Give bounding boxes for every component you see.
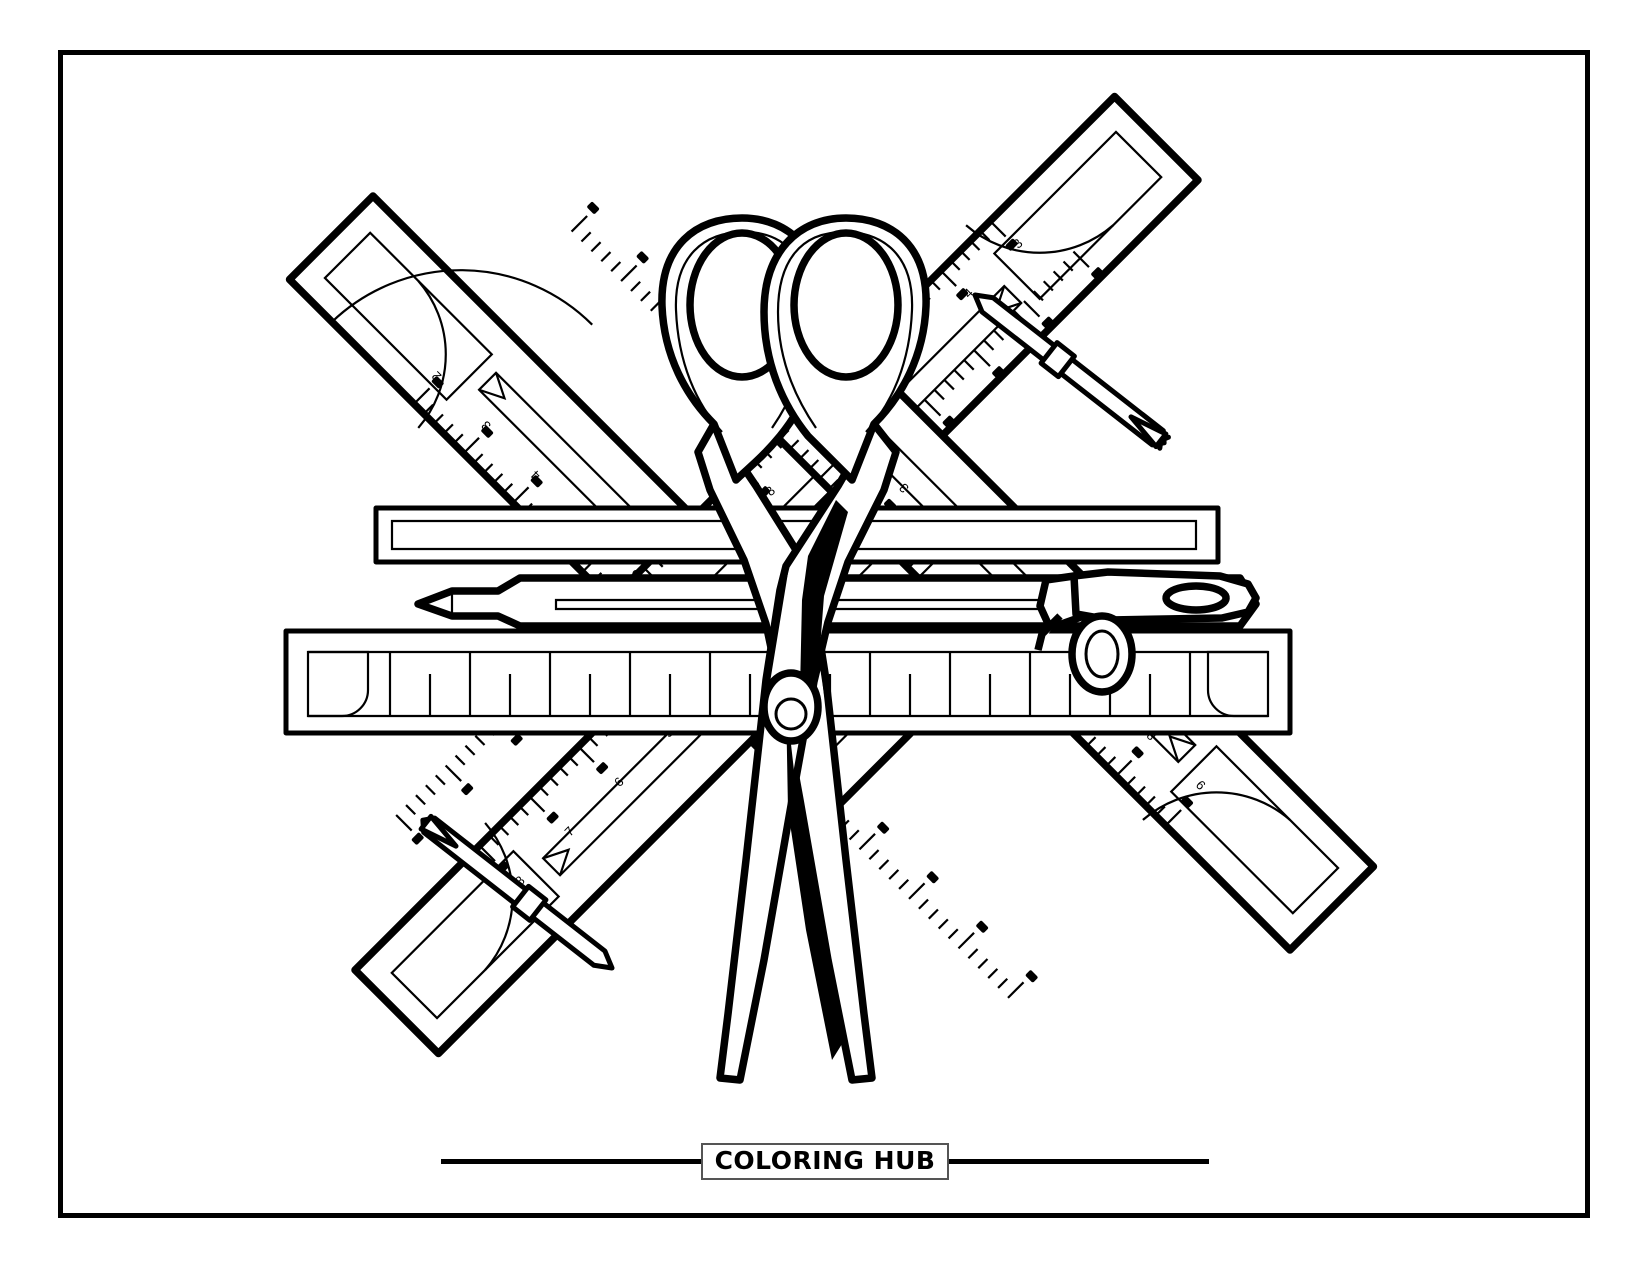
page-frame-border <box>58 50 1590 1218</box>
stiletto-awl-upper-right <box>972 292 1171 451</box>
coloring-hub-logo: COLORING HUB <box>700 1142 950 1180</box>
coloring-hub-logo-text: COLORING HUB <box>714 1145 936 1175</box>
footer-rule-right <box>949 1158 1210 1164</box>
scissors <box>658 214 930 1084</box>
seam-ripper <box>1034 568 1260 696</box>
stiletto-awl-lower-left <box>418 813 615 971</box>
footer-rule-left <box>440 1158 701 1164</box>
page-footer: COLORING HUB <box>0 1126 1650 1196</box>
ruler-horizontal-upper <box>373 505 1221 565</box>
